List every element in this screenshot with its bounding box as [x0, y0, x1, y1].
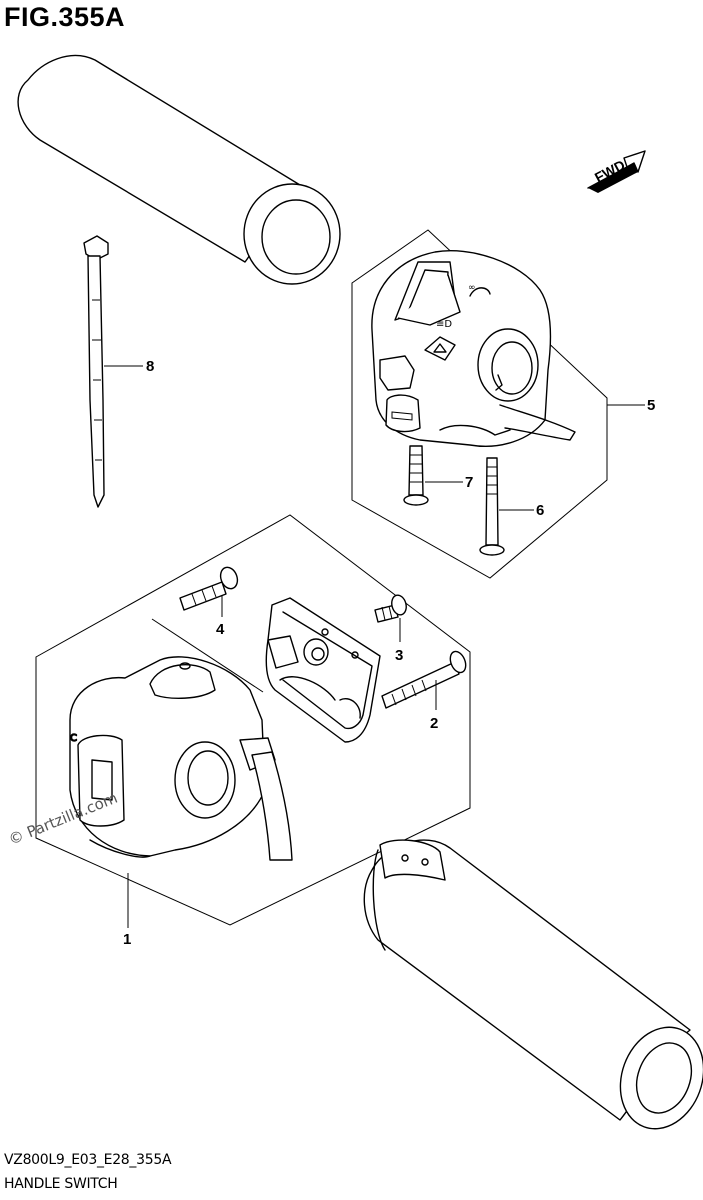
right-handlebar-switch[interactable]: ∞ ≡D	[371, 250, 576, 447]
screw-4[interactable]	[179, 565, 240, 611]
screw-long[interactable]	[479, 457, 505, 556]
screw-2[interactable]	[381, 649, 469, 709]
left-handlebar-grip[interactable]	[17, 54, 341, 285]
callout-2: 2	[430, 715, 438, 732]
callout-3: 3	[395, 647, 403, 664]
left-handlebar-switch[interactable]	[69, 656, 293, 861]
figure-name: HANDLE SWITCH	[4, 1176, 118, 1192]
screw-3[interactable]	[374, 594, 408, 623]
callout-7: 7	[465, 474, 473, 491]
figure-title: FIG.355A	[4, 2, 126, 32]
figure-code: VZ800L9_E03_E28_355A	[4, 1152, 172, 1168]
arrow-right-icon	[587, 150, 646, 193]
fwd-direction-marker: FWD	[587, 150, 646, 193]
callout-8: 8	[146, 358, 154, 375]
callout-5: 5	[647, 397, 655, 414]
assembly-outline-lower	[35, 514, 471, 926]
screw-short[interactable]	[403, 445, 429, 506]
switch-mounting-bracket[interactable]	[265, 597, 381, 743]
throttle-grip[interactable]	[363, 839, 703, 1140]
svg-text:∞: ∞	[468, 283, 476, 293]
cable-tie[interactable]	[83, 235, 109, 508]
callout-6: 6	[536, 502, 544, 519]
svg-text:C: C	[70, 733, 77, 744]
callout-1: 1	[123, 931, 131, 948]
assembly-outline-upper	[351, 229, 608, 579]
callout-4: 4	[216, 621, 225, 638]
svg-text:≡D: ≡D	[436, 319, 452, 330]
